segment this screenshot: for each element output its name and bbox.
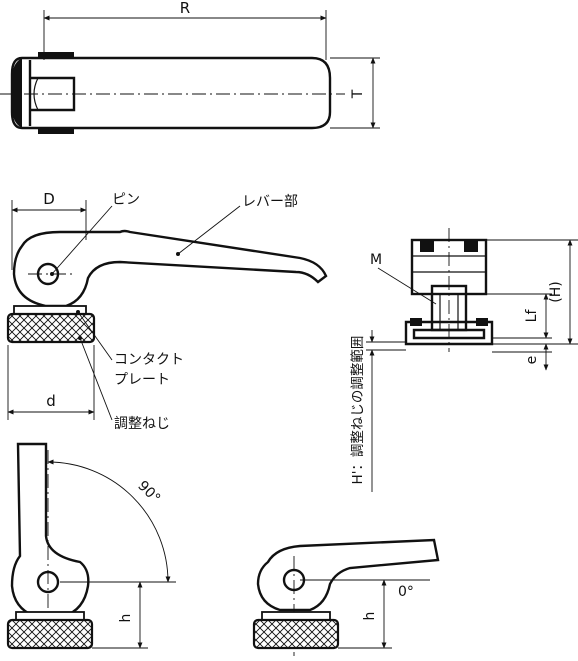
contact-plate-label-2: プレート [114, 372, 170, 388]
d-lower-label: d [46, 392, 56, 410]
h-paren-label: (H) [548, 281, 564, 302]
side-view-zero: 0° h [252, 538, 440, 656]
contact-plate [13, 305, 87, 315]
zero-adjust-screw [252, 618, 340, 650]
side-view-clamped: D d ピン レバー部 コンタクト プレート 調整ねじ [6, 190, 328, 432]
front-top-knurl-left [420, 240, 434, 252]
adjust-screw-leader-dot [78, 336, 82, 340]
contact-plate-leader [77, 311, 113, 361]
lever-side-outline [12, 229, 328, 308]
front-base-inner [412, 328, 486, 340]
pin-leader [51, 205, 113, 275]
knurl-edge-bottom [38, 128, 74, 134]
knurl-edge-left [12, 58, 22, 128]
front-base-knurl-l [410, 318, 422, 326]
angle-90-arc [47, 459, 171, 583]
contact-plate-label-1: コンタクト [114, 352, 184, 368]
lf-label: Lf [524, 309, 540, 323]
pivot-housing [28, 60, 76, 126]
open-adjust-screw [6, 618, 94, 650]
front-base-knurl-r [476, 318, 488, 326]
m-leader [377, 267, 437, 305]
pin-label: ピン [112, 192, 140, 208]
knurl-edge-top [38, 52, 74, 58]
e-label: e [524, 356, 540, 365]
lever-leader-dot [176, 252, 180, 256]
zero-lever-outline [256, 538, 440, 612]
angle-0-label: 0° [398, 584, 414, 600]
lever-leader [177, 205, 241, 255]
r-label: R [180, 0, 190, 17]
zero-contact-plate [261, 611, 331, 621]
lever-top-outline [10, 56, 332, 130]
adjust-screw-label: 調整ねじ [114, 416, 170, 432]
h-right-label: h [362, 612, 378, 621]
side-view-open: 90° h [6, 442, 176, 650]
front-top-knurl-right [464, 240, 478, 252]
front-section-view: M (H) Lf e H'：調整ねじの調整範囲 [350, 228, 578, 492]
pin-leader-dot [50, 272, 54, 276]
adjust-screw-knurl [6, 312, 96, 344]
m-label: M [370, 252, 382, 268]
angle-90-label: 90° [134, 478, 163, 507]
adjust-screw-leader [79, 337, 113, 421]
open-lever-outline [10, 442, 90, 618]
contact-plate-leader-dot [76, 310, 80, 314]
t-label: T [350, 89, 366, 99]
open-contact-plate [15, 611, 85, 621]
d-upper-label: D [43, 190, 55, 208]
top-view: R T [0, 0, 380, 134]
lever-label: レバー部 [242, 194, 298, 210]
adjust-range-label: H'：調整ねじの調整範囲 [350, 336, 366, 485]
h-left-label: h [118, 614, 134, 623]
